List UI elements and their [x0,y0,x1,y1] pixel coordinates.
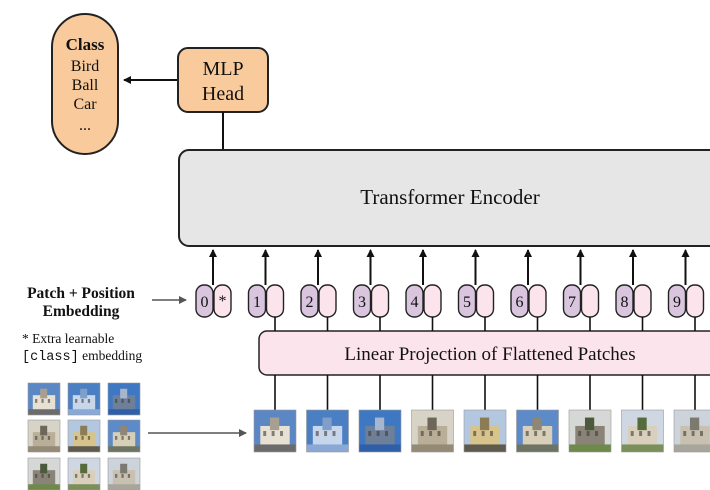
position-number-1: 1 [253,294,261,311]
grid-patch-9 [107,457,141,490]
position-embedding-1 [247,284,267,318]
patch-embedding-8 [633,284,652,318]
flattened-patch-4 [411,409,454,453]
flattened-patch-1 [253,409,297,453]
token-pair-2: 2 [300,249,337,331]
patch-embedding-7 [580,284,600,318]
grid-patch-2 [67,382,101,416]
token-pair-9: 9 [667,249,705,331]
flattened-patch-9 [673,409,710,453]
position-number-8: 8 [621,294,629,311]
flattened-patch-3 [358,409,402,453]
token-pair-4: 4 [405,249,442,331]
transformer-encoder-box: Transformer Encoder [178,149,710,247]
class-item-bird: Bird [71,58,99,75]
embedding-label-line2: Embedding [43,303,120,320]
class-item-ball: Ball [72,77,99,94]
token-pair-3: 3 [352,249,390,331]
position-embedding-7 [562,284,582,318]
linear-projection-box: Linear Projection of Flattened Patches [258,330,710,376]
position-number-9: 9 [673,294,681,311]
transformer-encoder-label: Transformer Encoder [360,185,539,209]
token-pair-7: 7 [562,249,600,331]
position-number-0: 0 [201,294,209,311]
position-embedding-9 [667,284,687,318]
mlp-head-line1: MLP [202,58,243,80]
grid-patch-4 [27,419,61,453]
grid-patch-7 [27,457,61,490]
linear-projection-label: Linear Projection of Flattened Patches [344,344,635,365]
class-output-box: Class Bird Ball Car ... [51,13,119,155]
grid-patch-6 [107,419,141,453]
position-embedding-2 [300,284,319,318]
flattened-patch-2 [306,409,349,453]
patch-embedding-0 [213,284,232,318]
position-number-6: 6 [516,294,524,311]
grid-patch-8 [67,457,101,490]
patch-embedding-1 [265,284,285,318]
extra-learnable-note-line2: [class] embedding [22,348,142,365]
patch-embedding-2 [318,284,337,318]
patch-row [253,375,710,453]
patch-embedding-3 [370,284,390,318]
token-pair-5: 5 [457,249,495,331]
grid-patch-5 [67,419,101,453]
grid-patch-3 [107,382,141,416]
flattened-patch-5 [463,409,507,453]
position-embedding-3 [352,284,372,318]
position-number-5: 5 [463,294,471,311]
flattened-patch-8 [621,409,664,453]
position-number-2: 2 [306,294,314,311]
position-embedding-4 [405,284,424,318]
position-number-3: 3 [358,294,366,311]
patch-embedding-6 [528,284,547,318]
patch-embedding-9 [685,284,705,318]
patch-embedding-4 [423,284,442,318]
class-title: Class [66,35,105,54]
patch-grid [27,382,141,490]
token-pair-8: 8 [615,249,652,331]
grid-patch-1 [27,382,61,416]
mlp-head-box: MLP Head [177,47,269,113]
class-item-car: Car [73,96,97,113]
patch-embedding-5 [475,284,495,318]
token-pair-0: 0* [195,249,232,318]
token-pair-1: 1 [247,249,285,331]
position-number-7: 7 [568,294,576,311]
flattened-patch-7 [568,409,612,453]
position-embedding-5 [457,284,477,318]
class-item-ellipsis: ... [79,117,91,134]
token-pair-6: 6 [510,249,547,331]
position-embedding-0 [195,284,214,318]
position-embedding-6 [510,284,529,318]
class-embedding-word: embedding [79,348,143,363]
position-embedding-8 [615,284,634,318]
extra-learnable-note: * Extra learnable [22,331,114,346]
position-number-4: 4 [411,294,419,311]
class-token-star: * [219,293,227,310]
embedding-label-line1: Patch + Position [27,285,135,302]
mlp-head-line2: Head [202,83,244,105]
class-code-token: [class] [22,350,79,365]
flattened-patch-6 [516,409,559,453]
